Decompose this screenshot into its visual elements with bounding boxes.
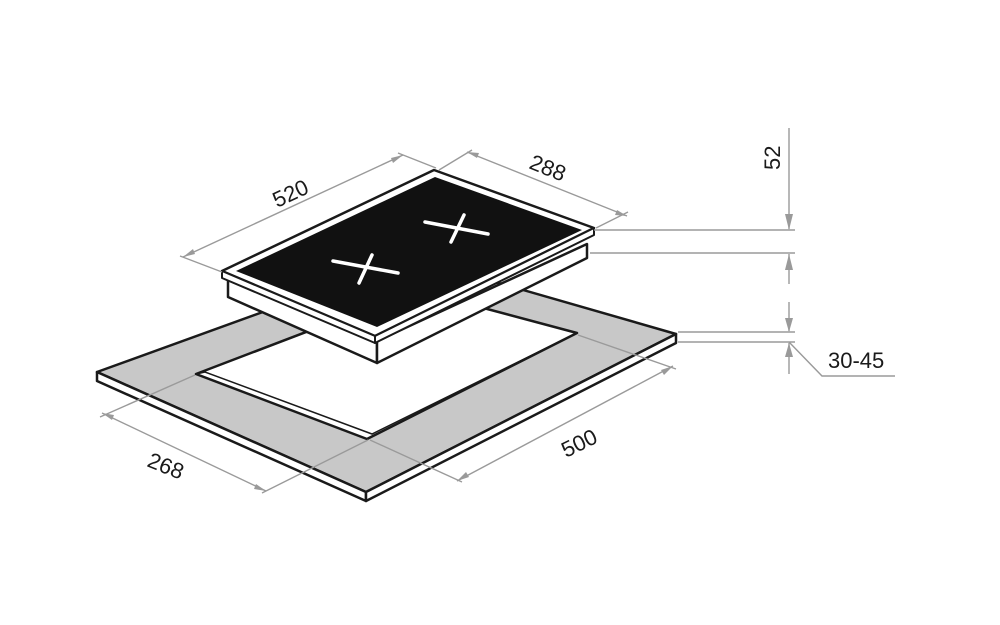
dim-288-ext-b [595, 211, 629, 229]
dim-3045-arrow-bottom [785, 343, 793, 357]
label-288: 288 [526, 149, 569, 186]
dim-52-arrow-top [785, 214, 793, 230]
dim-520-arrow-b [391, 155, 403, 163]
dim-500-line [456, 365, 674, 482]
dimension-lines [99, 128, 895, 494]
hob-body-right-face [375, 242, 589, 365]
burner-mark-rear [423, 213, 490, 244]
dim-268-ext-a [99, 374, 196, 418]
hob-glass-surface [236, 177, 582, 327]
dim-268-line [101, 412, 267, 492]
dim-500-arrow-b [661, 366, 673, 375]
dim-520-line [182, 154, 404, 258]
label-500: 500 [557, 424, 601, 463]
dim-500-ext-a [369, 439, 463, 483]
dim-500-arrow-a [457, 472, 469, 481]
dim-288-line [466, 151, 628, 217]
worktop-right-edge [364, 332, 678, 503]
dim-3045-leader [788, 341, 895, 377]
dim-268-ext-b [261, 439, 369, 494]
hob [220, 168, 596, 365]
dim-520-arrow-a [183, 249, 195, 257]
dim-500-ext-b [577, 334, 677, 370]
dim-3045-arrow-top [785, 318, 793, 332]
dim-268-arrow-b [254, 484, 266, 491]
label-52: 52 [760, 146, 785, 170]
label-268: 268 [144, 447, 187, 484]
label-520: 520 [269, 174, 313, 212]
burner-mark-front [331, 253, 400, 285]
cutout-inner-edge [195, 332, 578, 435]
dim-52-arrow-bottom [785, 254, 793, 270]
worktop [95, 256, 678, 503]
dim-520-ext-a [179, 255, 223, 273]
dim-288-ext-a [438, 149, 473, 171]
label-30-45: 30-45 [828, 348, 884, 373]
dim-288-arrow-a [467, 152, 479, 158]
hob-frame-edge-right [374, 227, 595, 344]
dim-520-ext-b [397, 152, 437, 169]
